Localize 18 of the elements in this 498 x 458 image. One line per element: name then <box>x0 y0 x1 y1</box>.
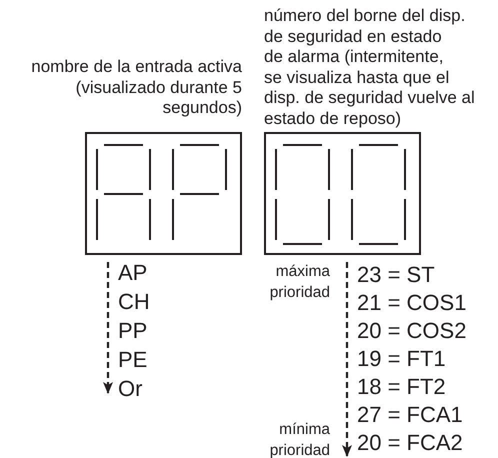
list-item: PE <box>118 346 148 374</box>
list-item: PP <box>118 317 148 345</box>
display-panel <box>85 132 242 255</box>
priority-note: máxima prioridad <box>268 262 330 303</box>
display-panel <box>264 132 421 255</box>
list-item: 27 = FCA1 <box>357 401 463 429</box>
display-label: número del borne del disp. de seguridad en estado de alarma (intermitente, se visualiza hasta que el disp. de seguridad vuelve al estado de reposo) <box>264 6 476 129</box>
list-item: 20 = FCA2 <box>357 429 463 457</box>
display-label: nombre de la entrada activa (visualizado durante 5 segundos) <box>30 57 242 118</box>
list-item: 21 = COS1 <box>357 289 466 317</box>
list-item: Or <box>118 375 142 403</box>
list-item: 18 = FT2 <box>357 373 446 401</box>
priority-note: mínima prioridad <box>268 420 330 458</box>
list-item: CH <box>118 288 150 316</box>
list-item: AP <box>118 259 148 287</box>
list-item: 19 = FT1 <box>357 345 446 373</box>
list-item: 20 = COS2 <box>357 317 466 345</box>
list-item: 23 = ST <box>357 261 435 289</box>
